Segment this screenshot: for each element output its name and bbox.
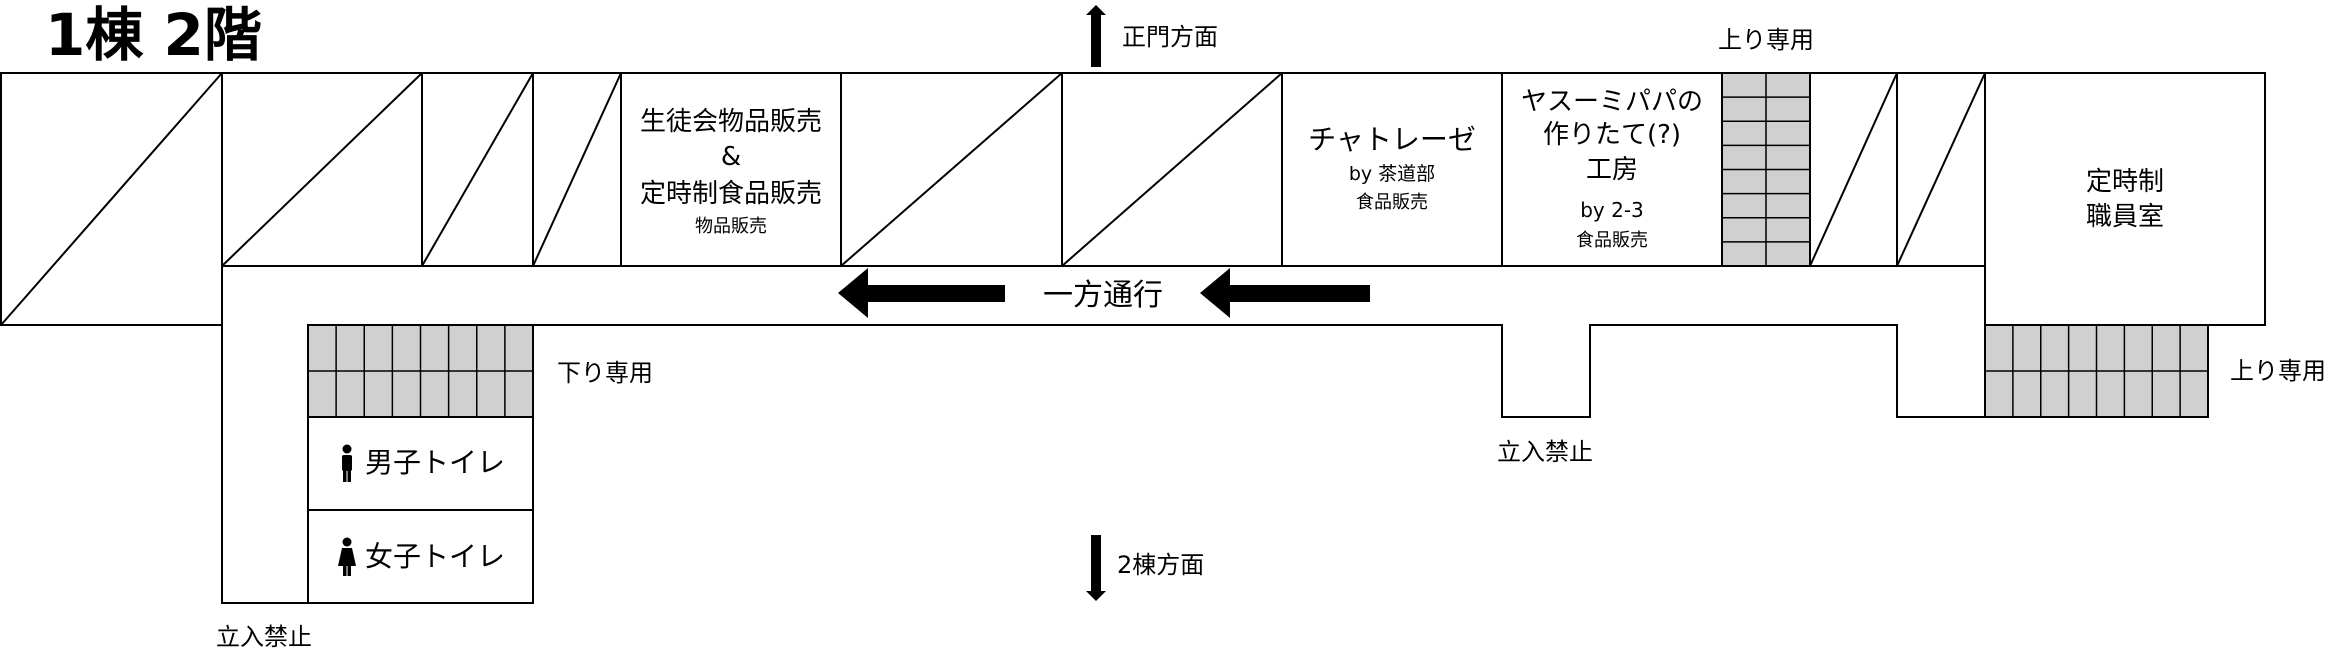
svg-text:by 茶道部: by 茶道部	[1349, 163, 1435, 185]
toilet-female-label: 女子トイレ	[365, 540, 505, 573]
one-way-arrow-left	[838, 268, 1005, 318]
arrow-down-icon	[1086, 535, 1106, 601]
svg-text:作りたて(?): 作りたて(?)	[1543, 120, 1681, 150]
chatorese-label: チャトレーゼ by 茶道部 食品販売	[1308, 123, 1476, 213]
direction-building2: 2棟方面	[1117, 551, 1204, 579]
svg-text:工房: 工房	[1586, 155, 1638, 185]
toilet-male-label: 男子トイレ	[365, 446, 505, 479]
no-entry-label-center: 立入禁止	[1497, 438, 1593, 466]
staff-room-label: 定時制 職員室	[2086, 167, 2164, 232]
svg-text:物品販売: 物品販売	[695, 216, 767, 237]
svg-text:&: &	[721, 142, 741, 172]
svg-text:食品販売: 食品販売	[1576, 230, 1648, 251]
stairs-up-label-right: 上り専用	[2230, 357, 2326, 385]
svg-text:by 2-3: by 2-3	[1580, 198, 1644, 222]
stairs-up-label-top: 上り専用	[1718, 26, 1814, 54]
stairs-up-top	[1721, 72, 1811, 267]
corridor-outline	[221, 266, 2208, 604]
svg-text:ヤスーミパパの: ヤスーミパパの	[1521, 87, 1703, 117]
direction-main-gate: 正門方面	[1122, 23, 1218, 51]
floor-title: 1棟 2階	[45, 1, 262, 69]
one-way-arrow-right	[1200, 268, 1370, 318]
no-entry-label-left: 立入禁止	[216, 623, 312, 651]
svg-text:定時制食品販売: 定時制食品販売	[640, 179, 822, 209]
one-way-label: 一方通行	[1043, 278, 1163, 313]
arrow-up-icon	[1086, 5, 1106, 67]
svg-text:定時制: 定時制	[2086, 167, 2164, 197]
svg-text:チャトレーゼ: チャトレーゼ	[1308, 123, 1476, 156]
svg-text:食品販売: 食品販売	[1356, 192, 1428, 213]
room-staff	[1984, 72, 2266, 326]
stairs-down-label: 下り専用	[557, 359, 653, 387]
svg-text:生徒会物品販売: 生徒会物品販売	[640, 107, 822, 137]
female-person-icon	[338, 537, 356, 576]
stairs-down-left	[307, 324, 534, 418]
male-person-icon	[342, 444, 352, 482]
stairs-up-right	[1984, 324, 2209, 418]
svg-text:職員室: 職員室	[2086, 202, 2164, 232]
student-council-label: 生徒会物品販売 & 定時制食品販売 物品販売	[640, 107, 822, 237]
yasumi-label: ヤスーミパパの 作りたて(?) 工房 by 2-3 食品販売	[1521, 87, 1703, 251]
